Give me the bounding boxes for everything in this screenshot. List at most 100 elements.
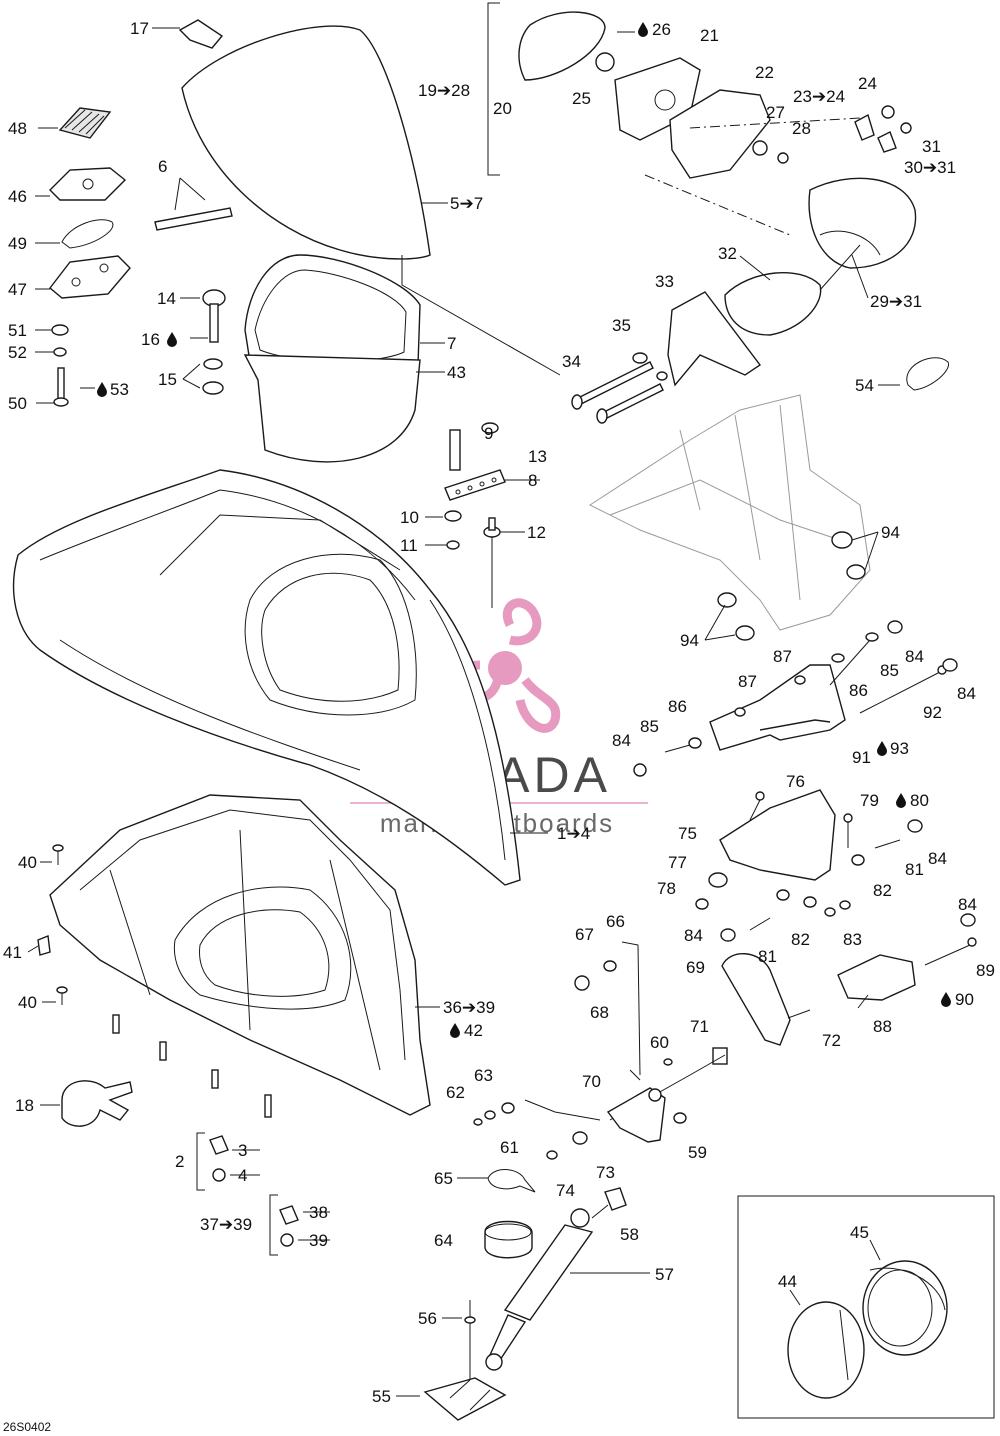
callout-14: 14	[157, 289, 176, 308]
callout-82b: 82	[791, 930, 810, 949]
callout-46: 46	[8, 187, 27, 206]
callout-2: 2	[175, 1152, 184, 1171]
part-28-nut	[777, 152, 789, 164]
part-4-nut	[212, 1168, 226, 1182]
callout-62: 62	[446, 1083, 465, 1102]
callout-10: 10	[400, 508, 419, 527]
callout-35: 35	[612, 316, 631, 335]
callout-4: 4	[238, 1166, 247, 1185]
callout-7: 7	[447, 334, 456, 353]
callout-68: 68	[590, 1003, 609, 1022]
callout-59: 59	[688, 1143, 707, 1162]
callout-44: 44	[778, 1272, 797, 1291]
callout-56: 56	[418, 1309, 437, 1328]
callout-6: 6	[158, 157, 167, 176]
part-15-washer-b	[202, 381, 224, 395]
part-33-bracket	[667, 291, 762, 387]
drop-icon-90	[941, 992, 951, 1007]
callout-45: 45	[850, 1223, 869, 1242]
callout-80: 80	[910, 791, 929, 810]
leader-lines	[27, 27, 900, 1397]
part-46-bracket	[49, 167, 127, 201]
part-45-housing	[862, 1260, 948, 1356]
callout-58: 58	[620, 1225, 639, 1244]
callout-79-80: 79	[860, 791, 879, 810]
callout-87b: 87	[738, 672, 757, 691]
callout-81b: 81	[758, 947, 777, 966]
callout-36-39: 36➔39	[443, 998, 495, 1017]
callout-55: 55	[372, 1387, 391, 1406]
callout-18: 18	[15, 1096, 34, 1115]
part-11-nut	[446, 540, 460, 550]
callout-78: 78	[657, 879, 676, 898]
callout-85a: 85	[880, 661, 899, 680]
part-15-washer	[203, 358, 223, 370]
callout-52: 52	[8, 343, 27, 362]
part-3-clip	[209, 1135, 229, 1155]
drop-icon-42	[450, 1023, 460, 1038]
figure-code: 26S0402	[3, 1420, 51, 1434]
callout-25: 25	[572, 89, 591, 108]
callout-86b: 86	[668, 697, 687, 716]
part-47-base	[49, 255, 131, 299]
part-44-cap	[787, 1301, 865, 1399]
callout-69: 69	[686, 958, 705, 977]
part-94-grommet-b	[846, 564, 866, 580]
part-69-plate	[721, 952, 791, 1046]
part-70-bracket	[606, 1087, 666, 1143]
part-32-mirror-base	[724, 272, 822, 336]
part-23-clip	[854, 113, 875, 141]
callout-51: 51	[8, 321, 27, 340]
part-10-washer	[444, 510, 462, 522]
callout-3: 3	[238, 1141, 247, 1160]
callout-83: 83	[843, 930, 862, 949]
callout-84b: 84	[957, 684, 976, 703]
callout-33: 33	[655, 272, 674, 291]
part-49-gasket	[61, 219, 114, 249]
callout-12: 12	[527, 523, 546, 542]
drop-icon-80	[896, 793, 906, 808]
callout-38: 38	[309, 1203, 328, 1222]
callout-11: 11	[400, 536, 418, 555]
part-51-washer	[51, 324, 69, 336]
part-35-washer	[632, 352, 648, 364]
part-38-clip	[279, 1205, 299, 1225]
part-88-bracket	[837, 954, 916, 1001]
callout-61: 61	[500, 1138, 519, 1157]
part-71-spacer	[712, 1047, 728, 1065]
callout-21: 21	[700, 26, 719, 45]
callout-32: 32	[718, 244, 737, 263]
part-36-hull	[49, 794, 431, 1116]
callout-13: 13	[528, 447, 547, 466]
callout-74: 74	[556, 1181, 575, 1200]
callout-84d: 84	[928, 849, 947, 868]
part-94-grommet-d	[735, 625, 755, 641]
part-91-bracket	[709, 664, 846, 751]
callout-60: 60	[650, 1033, 669, 1052]
callout-39: 39	[309, 1231, 328, 1250]
callout-75: 75	[678, 824, 697, 843]
callout-8: 8	[528, 471, 537, 490]
part-39-nut	[280, 1233, 294, 1247]
callout-43: 43	[447, 363, 466, 382]
callout-94a: 94	[881, 523, 900, 542]
part-hinge-bolt	[449, 429, 461, 471]
part-55-plate	[423, 1377, 507, 1421]
part-34-bolt	[571, 361, 664, 424]
callout-87a: 87	[773, 647, 792, 666]
part-29-mirror	[808, 177, 917, 269]
callout-41: 41	[3, 943, 22, 962]
callout-48: 48	[8, 119, 27, 138]
part-7-storage-bin	[243, 254, 421, 463]
part-75-bracket	[719, 789, 836, 881]
part-52-washer	[53, 347, 67, 357]
callout-77: 77	[668, 853, 687, 872]
drop-icon-93	[877, 741, 887, 756]
part-57-gas-spring	[485, 1208, 594, 1371]
callout-85b: 85	[640, 717, 659, 736]
callout-15: 15	[158, 370, 177, 389]
callout-67: 67	[575, 925, 594, 944]
part-65-clamp	[487, 1169, 536, 1193]
part-12-pin	[483, 517, 501, 608]
part-94-grommet	[831, 531, 853, 549]
